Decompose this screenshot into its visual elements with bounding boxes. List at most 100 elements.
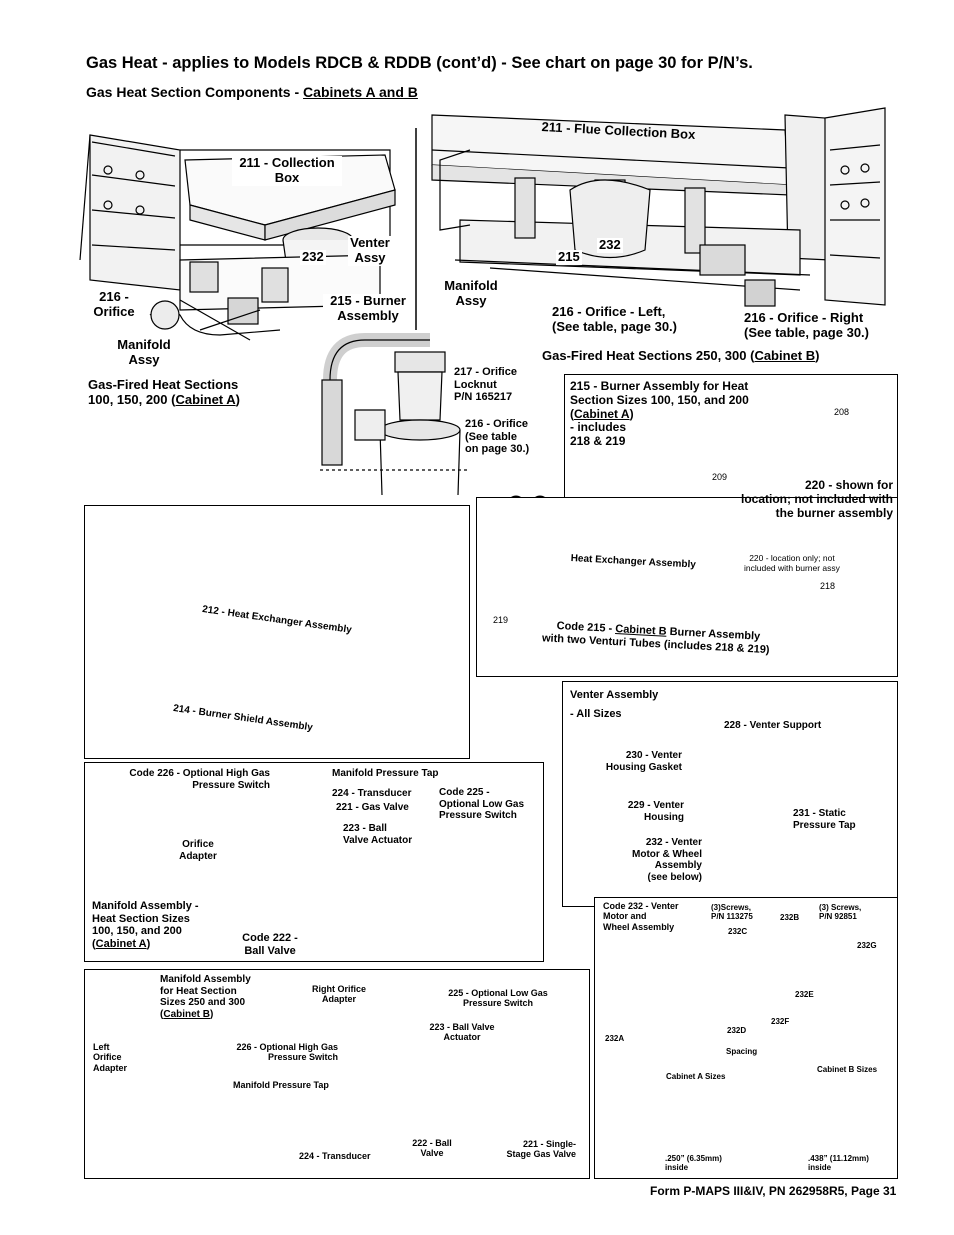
- label-manifold-a-actuator-line1: 223 - Ball: [343, 823, 387, 834]
- burner-b-note-line2: included with burner assy: [744, 562, 840, 573]
- burner-a-title: 215 - Burner Assembly for Heat Section S…: [570, 379, 749, 449]
- label-manifold-b-low-gas: 225 - Optional Low Gas Pressure Switch: [440, 988, 556, 1009]
- motor-title-line1: Code 232 - Venter: [603, 901, 679, 911]
- label-venter-motor-line4: (see below): [647, 871, 702, 883]
- label-manifold-b-actuator-line1: 223 - Ball Valve: [429, 1022, 495, 1032]
- label-manifold-a-low-gas-line2: Optional Low Gas: [439, 798, 525, 810]
- label-dim-a-line2: inside: [665, 1163, 689, 1173]
- label-232d: 232D: [727, 1026, 747, 1035]
- label-manifold-b-ball-valve: 222 - Ball Valve: [402, 1138, 462, 1159]
- label-left-orifice-adapter-line3: Adapter: [93, 1062, 128, 1073]
- label-orifice-detail-line2: (See table: [465, 430, 517, 443]
- label-right-orifice-adapter-line2: Adapter: [321, 994, 356, 1005]
- label-manifold-a-actuator-line2: Valve Actuator: [343, 834, 413, 846]
- label-manifold-b-low-gas-line1: 225 - Optional Low Gas: [448, 988, 548, 998]
- label-dim-b-line2: inside: [808, 1163, 832, 1173]
- label-static-pressure-tap: 231 - Static Pressure Tap: [793, 808, 856, 831]
- label-232c: 232C: [728, 927, 748, 936]
- label-232b: 232B: [780, 913, 800, 922]
- burner-a-note-line3: the burner assembly: [775, 505, 893, 520]
- heat-exchanger-a-panel: [84, 505, 470, 759]
- burner-a-note-line1: 220 - shown for: [804, 478, 893, 492]
- label-manifold-b-ball-valve-line2: Valve: [420, 1148, 444, 1159]
- manifold-b-caption-line4: (Cabinet B): [160, 1008, 214, 1020]
- burner-a-title-line1: 215 - Burner Assembly for Heat: [570, 379, 749, 393]
- burner-b-note-line1: 220 - location only; not: [749, 553, 835, 563]
- burner-assembly-b-panel: [476, 497, 898, 677]
- caption-cabinet-a-sections: Gas-Fired Heat Sections 100, 150, 200 (C…: [88, 377, 241, 408]
- label-209: 209: [712, 472, 728, 482]
- manifold-a-caption-line4: (Cabinet A): [92, 937, 151, 950]
- label-219: 219: [493, 615, 509, 625]
- label-232f: 232F: [771, 1017, 790, 1026]
- label-manifold-b-low-gas-line2: Pressure Switch: [462, 998, 534, 1009]
- caption-cabinet-b-paren: ): [815, 348, 820, 363]
- manifold-b-cabinet-link: Cabinet B: [163, 1008, 211, 1020]
- label-venter-motor-line2: Motor & Wheel: [632, 848, 702, 860]
- label-right-orifice-adapter-line1: Right Orifice: [311, 984, 366, 994]
- label-dim-b-line1: .438” (11.12mm): [808, 1154, 869, 1163]
- label-232g: 232G: [857, 941, 877, 950]
- label-manifold-a-actuator: 223 - Ball Valve Actuator: [343, 823, 412, 846]
- label-venter-support: 228 - Venter Support: [724, 720, 822, 731]
- label-manifold-b-ball-valve-line1: 222 - Ball: [412, 1138, 452, 1148]
- manifold-a-caption-line3: 100, 150, and 200: [92, 925, 182, 938]
- label-collection-box: 211 - Collection Box: [232, 155, 342, 186]
- burner-a-note-line2: location; not included with: [741, 491, 893, 506]
- label-manifold-b-hi-gas-line1: 226 - Optional High Gas: [236, 1042, 338, 1052]
- venter-title: Venter Assembly: [570, 689, 659, 701]
- orifice-detail-illustration: [320, 333, 470, 496]
- label-spacing: Spacing: [726, 1047, 758, 1056]
- manifold-b-caption-line1: Manifold Assembly: [160, 974, 251, 985]
- label-manifold-a-orifice-adapter: Orifice Adapter: [176, 839, 220, 862]
- manifold-assembly-a-panel: [84, 762, 544, 962]
- subtitle-cabinets-link: Cabinets A and B: [303, 84, 418, 100]
- label-manifold-b-gas-valve-line1: 221 - Single-: [522, 1139, 576, 1149]
- label-manifold-a-gas-valve: 221 - Gas Valve: [336, 802, 409, 813]
- label-manifold-b-hi-gas-line2: Pressure Switch: [267, 1052, 338, 1063]
- manifold-b-caption: Manifold Assembly for Heat Section Sizes…: [160, 974, 251, 1020]
- label-manifold-a-mpt: Manifold Pressure Tap: [332, 768, 439, 779]
- venter-motor-wheel-panel: [594, 897, 898, 1179]
- label-orifice-detail-line3: on page 30.): [465, 443, 530, 456]
- label-manifold-a-transducer: 224 - Transducer: [332, 788, 412, 799]
- manifold-a-caption-line2: Heat Section Sizes: [92, 912, 190, 925]
- label-manifold-a-ball-valve: Code 222 - Ball Valve: [237, 932, 303, 957]
- page-footer: Form P-MAPS III&IV, PN 262958R5, Page 31: [650, 1184, 897, 1198]
- label-venter-housing-line2: Housing: [644, 811, 684, 823]
- label-orifice-right-line1: 216 - Orifice - Right: [744, 310, 864, 325]
- caption-cabinet-a-paren: ): [235, 391, 241, 407]
- label-left-orifice-adapter: Left Orifice Adapter: [93, 1042, 127, 1073]
- label-manifold-assy-b: Manifold Assy: [442, 278, 500, 309]
- caption-cabinet-a-line2-text: 100, 150, 200 (: [88, 391, 176, 407]
- label-burner-assembly-a: 215 - Burner Assembly: [323, 293, 413, 324]
- label-dim-b: .438” (11.12mm) inside: [808, 1154, 869, 1172]
- caption-cabinet-a-line1: Gas-Fired Heat Sections: [88, 377, 239, 392]
- label-orifice-right-line2: (See table, page 30.): [744, 324, 869, 340]
- label-orifice-locknut-line1: 217 - Orifice: [454, 366, 517, 378]
- label-venter-motor-line1: 232 - Venter: [645, 837, 702, 848]
- label-manifold-a-orifice-adapter-line2: Adapter: [179, 850, 217, 862]
- label-manifold-b-gas-valve: 221 - Single- Stage Gas Valve: [496, 1139, 576, 1160]
- burner-b-note: 220 - location only; not included with b…: [744, 553, 840, 574]
- manifold-a-cabinet-link: Cabinet A: [95, 937, 147, 950]
- burner-a-title-line3: (Cabinet A): [570, 406, 634, 421]
- label-cabinet-a-sizes: Cabinet A Sizes: [666, 1072, 726, 1081]
- label-static-pressure-tap-line2: Pressure Tap: [793, 819, 856, 831]
- label-left-orifice-adapter-line2: Orifice: [93, 1052, 122, 1063]
- label-dim-a: .250” (6.35mm) inside: [665, 1154, 722, 1172]
- motor-title-line2: Motor and: [603, 911, 647, 922]
- label-215-cab-b: 215: [556, 249, 582, 265]
- label-orifice-left-line2: (See table, page 30.): [552, 318, 677, 334]
- manifold-a-caption-line1: Manifold Assembly -: [92, 900, 199, 912]
- manifold-b-caption-line2: for Heat Section: [160, 985, 237, 997]
- caption-cabinet-b-text: Gas-Fired Heat Sections 250, 300 (: [542, 348, 755, 363]
- caption-cabinet-b-sections: Gas-Fired Heat Sections 250, 300 (Cabine…: [542, 348, 820, 364]
- label-manifold-b-hi-gas: 226 - Optional High Gas Pressure Switch: [220, 1042, 338, 1063]
- label-dim-a-line1: .250” (6.35mm): [665, 1154, 722, 1163]
- manifold-assembly-b-panel: [84, 969, 590, 1179]
- label-left-orifice-adapter-line1: Left: [93, 1042, 110, 1052]
- page-subtitle: Gas Heat Section Components - Cabinets A…: [86, 84, 418, 100]
- caption-cabinet-a-link: Cabinet A: [175, 391, 236, 407]
- label-manifold-a-ball-valve-line1: Code 222 -: [242, 932, 298, 944]
